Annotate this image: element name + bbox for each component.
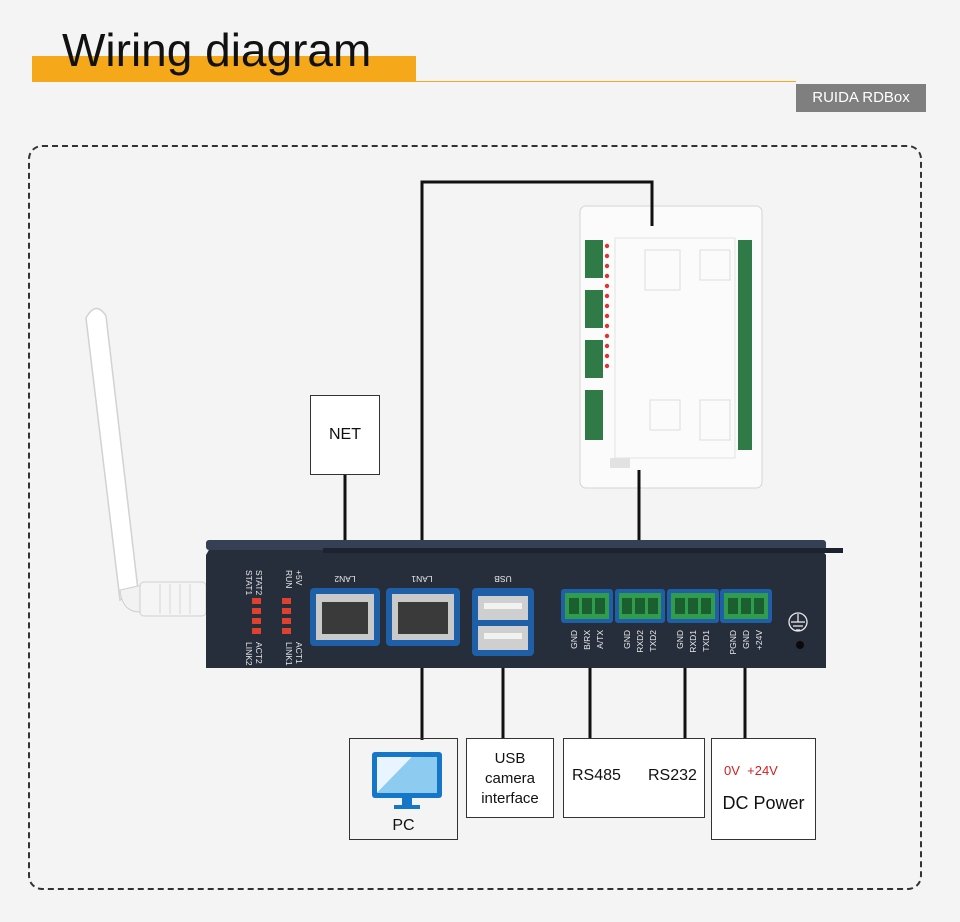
brand-badge: RUIDA RDBox [796, 84, 926, 112]
rs232-label: RS232 [648, 767, 697, 784]
rdbox-device [206, 540, 843, 668]
port-label-lan1: LAN1 [411, 574, 433, 584]
port-label-usb: USB [494, 574, 512, 584]
led-label-act1: ACT1 [294, 642, 304, 664]
pc-label: PC [392, 817, 415, 834]
terminal-label: TXD2 [648, 630, 658, 652]
controller-board [579, 205, 763, 489]
rs485-label: RS485 [572, 767, 621, 784]
usb-camera-label: USB camera interface [481, 750, 539, 807]
port-label-lan2: LAN2 [334, 574, 356, 584]
terminal-label: GND [622, 630, 632, 649]
ground-symbol-icon [788, 612, 808, 632]
terminal-label: GND [569, 630, 579, 649]
led-label-stat2: STAT2 [254, 570, 264, 595]
led-label-5v: +5V [294, 570, 304, 586]
led-label-run: RUN [284, 570, 294, 588]
page-title: Wiring diagram [62, 24, 372, 76]
led-label-link1: LINK1 [284, 642, 294, 666]
terminal-label: +24V [754, 630, 764, 650]
title-rule [416, 81, 796, 82]
terminal-label: GND [675, 630, 685, 649]
terminal-label: A/TX [595, 630, 605, 649]
diagram-frame [28, 145, 922, 890]
led-label-link2: LINK2 [244, 642, 254, 666]
net-box: NET [310, 395, 380, 475]
terminal-label: TXD1 [701, 630, 711, 652]
title-underline-bar [32, 56, 416, 82]
monitor-icon [372, 752, 442, 809]
led-label-act2: ACT2 [254, 642, 264, 664]
power-voltage-label: 0V +24V [724, 763, 778, 778]
terminal-label: GND [741, 630, 751, 649]
usb-camera-box: USB camera interface [466, 738, 554, 818]
antenna [85, 307, 207, 617]
terminal-label: RXD2 [635, 630, 645, 653]
terminal-label: B/RX [582, 630, 592, 650]
serial-box: RS485 RS232 [563, 738, 705, 818]
dc-power-label: DC Power [722, 793, 805, 813]
led-label-stat1: STAT1 [244, 570, 254, 595]
terminal-label: PGND [728, 630, 738, 655]
dc-power-box: 0V +24V DC Power [711, 738, 816, 840]
pc-box: PC [349, 738, 458, 840]
net-label: NET [329, 426, 361, 443]
terminal-label: RXD1 [688, 630, 698, 653]
